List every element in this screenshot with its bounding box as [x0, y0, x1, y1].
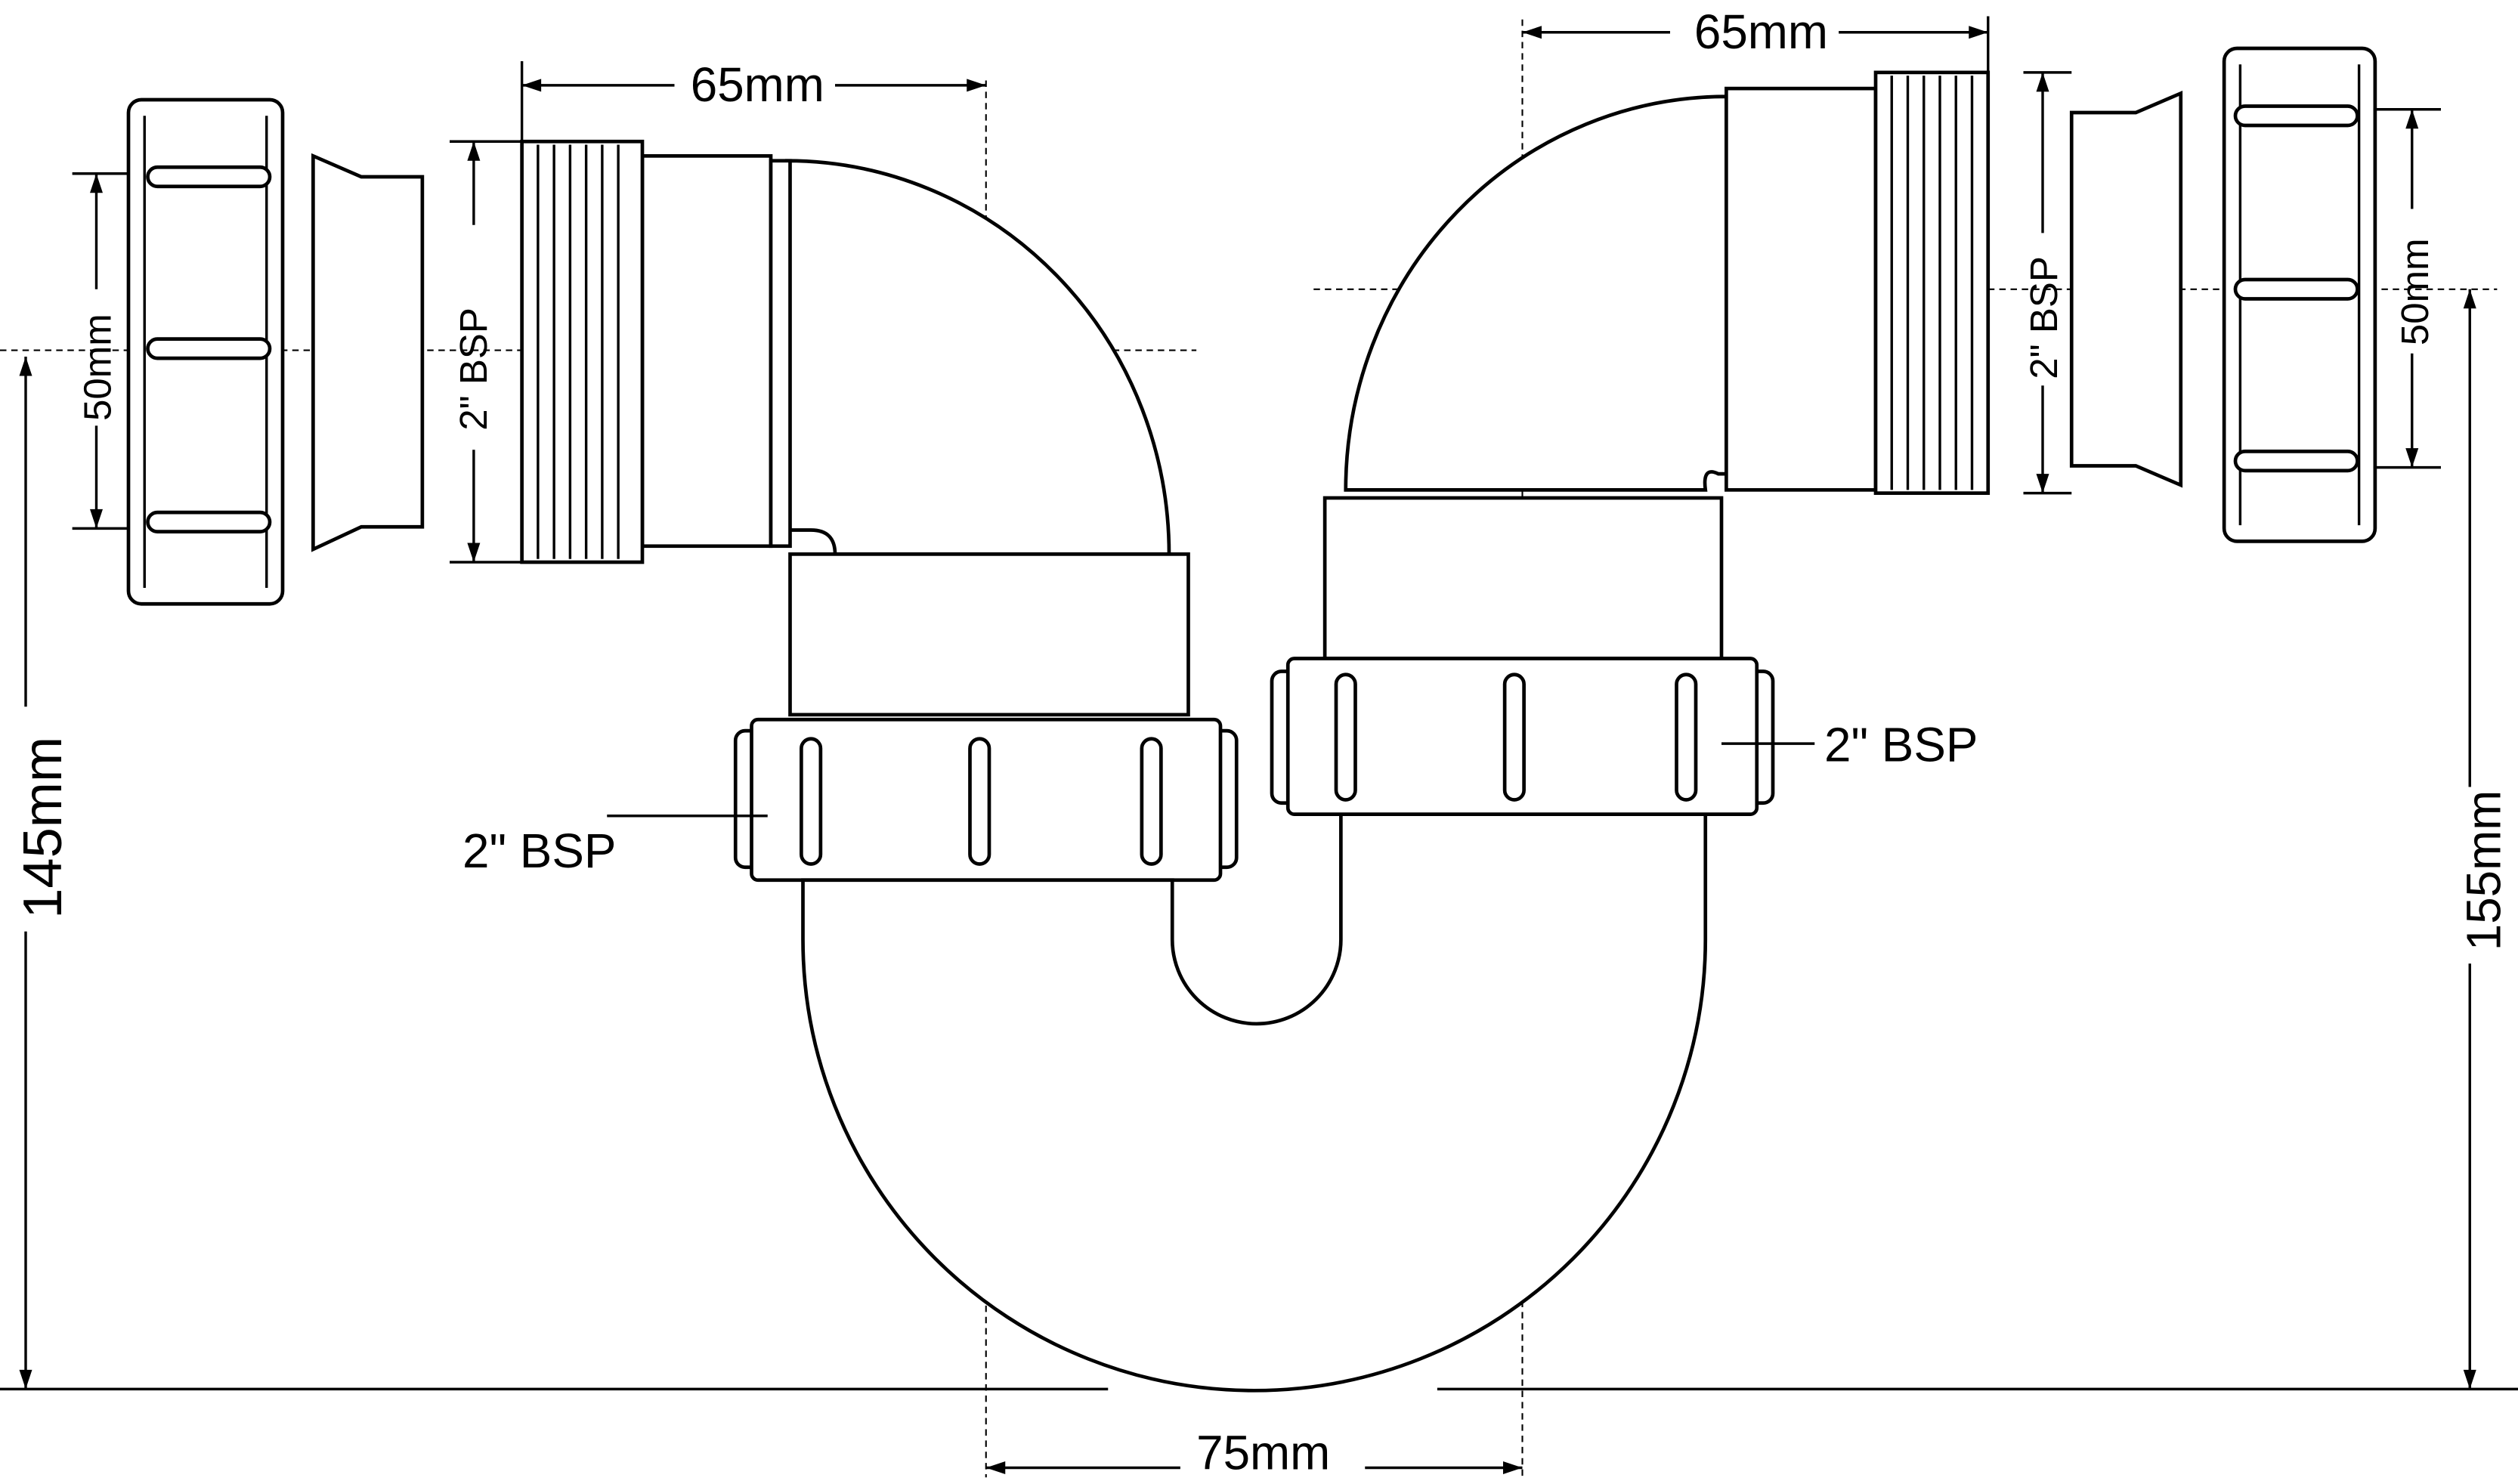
right-riser — [1322, 496, 1724, 660]
left-pipe-length-label: 65mm — [691, 57, 824, 112]
left-nut-thread-label: 2" BSP — [462, 824, 616, 878]
right-height-label: 155mm — [2457, 790, 2511, 951]
left-nut-diameter-label: 50mm — [76, 314, 119, 421]
left-riser — [788, 552, 1190, 717]
dimension-arrows — [19, 26, 2476, 1474]
left-compression-nut — [126, 97, 285, 606]
right-thread-label: 2" BSP — [2022, 256, 2065, 379]
left-thread-label: 2" BSP — [452, 308, 495, 431]
right-pipe-length-label: 65mm — [1694, 5, 1828, 59]
offset-label: 75mm — [1196, 1426, 1330, 1480]
left-height-label: 145mm — [13, 737, 73, 919]
right-elbow — [1344, 70, 1991, 495]
right-washer — [2069, 90, 2183, 488]
u-bend — [801, 809, 1708, 1393]
left-union-nut — [733, 717, 1239, 883]
left-elbow — [520, 139, 1171, 564]
right-nut-diameter-label: 50mm — [2393, 238, 2436, 345]
left-washer — [311, 153, 425, 552]
right-nut-thread-label: 2" BSP — [1824, 718, 1978, 772]
right-compression-nut — [2222, 46, 2377, 543]
right-union-nut — [1270, 657, 1775, 816]
